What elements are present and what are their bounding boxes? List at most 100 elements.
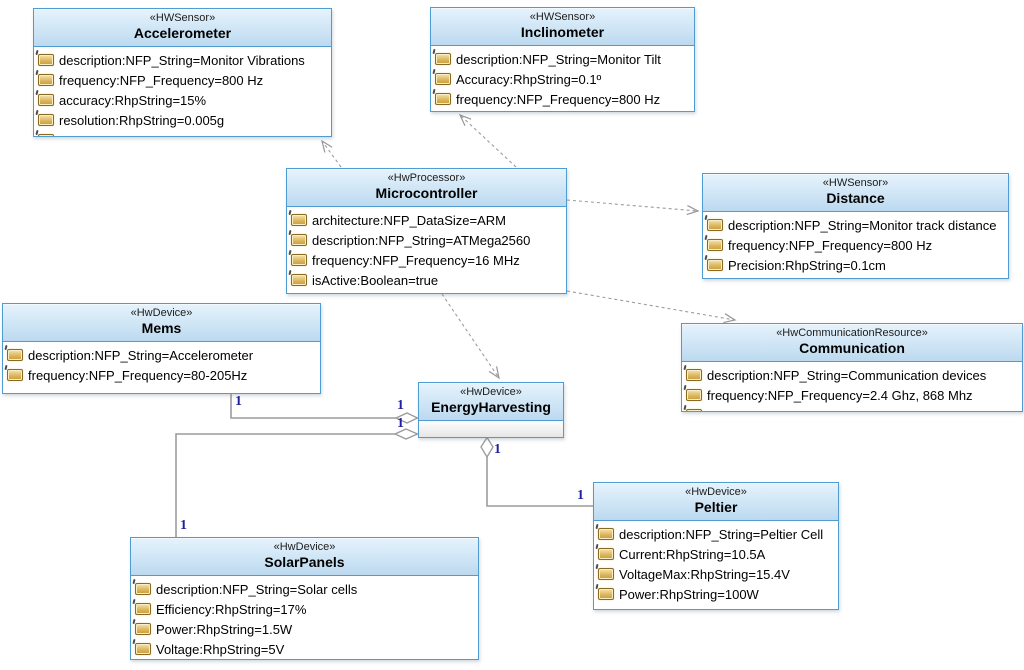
attribute-row: description:NFP_String=Accelerometer: [7, 345, 318, 365]
attributes-compartment: architecture:NFP_DataSize=ARM descriptio…: [287, 207, 566, 290]
attribute-text: frequency:NFP_Frequency=800 Hz: [728, 237, 933, 253]
class-box-mems[interactable]: «HwDevice» Mems description:NFP_String=A…: [2, 303, 321, 394]
attribute-text: Power:RhpString=100W: [619, 586, 759, 602]
attribute-icon: [7, 349, 23, 361]
attribute-row: Accuracy:RhpString=0.1º: [435, 69, 692, 89]
attributes-compartment: description:NFP_String=Monitor Vibration…: [34, 47, 331, 136]
attribute-row: frequency:NFP_Frequency=800 Hz: [38, 70, 329, 90]
attribute-text: description:NFP_String=Solar cells: [156, 581, 358, 597]
class-name: Mems: [141, 320, 182, 336]
class-box-solarpanels[interactable]: «HwDevice» SolarPanels description:NFP_S…: [130, 537, 479, 660]
attribute-text: description:NFP_String=ATMega2560: [312, 232, 531, 248]
class-name: SolarPanels: [264, 554, 345, 570]
multiplicity-label-solarpanels-end: 1: [180, 518, 187, 533]
attribute-row: Power:RhpString=100W: [598, 584, 836, 604]
attributes-compartment: description:NFP_String=Monitor track dis…: [703, 212, 1008, 275]
attribute-row: frequency:NFP_Frequency=800 Hz: [435, 89, 692, 109]
attribute-row: description:NFP_String=Monitor track dis…: [707, 215, 1006, 235]
attribute-icon: [598, 548, 614, 560]
attribute-row: isActive:Boolean=true: [291, 270, 564, 290]
attribute-row: Efficiency:RhpString=17%: [135, 599, 476, 619]
attributes-compartment: description:NFP_String=Solar cells Effic…: [131, 576, 478, 659]
attribute-text: description:NFP_String=Accelerometer: [28, 347, 254, 363]
class-box-microcontroller[interactable]: «HwProcessor» Microcontroller architectu…: [286, 168, 567, 294]
attribute-row: frequency:NFP_Frequency=2.4 Ghz, 868 Mhz: [686, 385, 1020, 405]
class-box-inclinometer[interactable]: «HWSensor» Inclinometer description:NFP_…: [430, 7, 695, 112]
multiplicity-label-energyharvesting-solarpanels-end: 1: [397, 416, 404, 431]
attribute-text: Efficiency:RhpString=17%: [156, 601, 307, 617]
attribute-icon: [435, 93, 451, 105]
dependency-microcontroller-to-inclinometer[interactable]: [458, 113, 517, 168]
attribute-icon: [135, 583, 151, 595]
class-name: Peltier: [694, 499, 738, 515]
attribute-row: Precision:RhpString=0.1cm: [707, 255, 1006, 275]
attribute-row: description:NFP_String=Monitor Tilt: [435, 49, 692, 69]
attribute-row: architecture:NFP_DataSize=ARM: [291, 210, 564, 230]
attribute-icon: [135, 643, 151, 655]
class-name: EnergyHarvesting: [431, 399, 551, 415]
attribute-icon: [38, 94, 54, 106]
attributes-compartment: description:NFP_String=Peltier Cell Curr…: [594, 521, 838, 604]
class-box-accelerometer[interactable]: «HWSensor» Accelerometer description:NFP…: [33, 8, 332, 137]
class-name: Accelerometer: [133, 25, 232, 41]
class-name: Inclinometer: [520, 24, 605, 40]
stereotype-label: «HWSensor»: [822, 177, 889, 189]
aggregation-line-energyharvesting-solarpanels[interactable]: [175, 433, 395, 537]
attribute-icon: [707, 239, 723, 251]
stereotype-label: «HwDevice»: [685, 486, 747, 498]
attributes-compartment: description:NFP_String=Communication dev…: [682, 362, 1022, 411]
aggregation-diamond-mems: [394, 412, 420, 424]
attribute-row: Voltage:RhpString=5V: [135, 639, 476, 659]
attribute-icon: [38, 54, 54, 66]
attribute-icon: [707, 259, 723, 271]
attributes-compartment-empty: [419, 421, 563, 437]
attribute-text: VoltageMax:RhpString=15.4V: [619, 566, 790, 582]
class-header: «HWSensor» Inclinometer: [431, 8, 694, 46]
attribute-text: frequency:NFP_Frequency=16 MHz: [312, 252, 520, 268]
attributes-compartment: description:NFP_String=Accelerometer fre…: [3, 342, 320, 385]
multiplicity-label-peltier-end: 1: [577, 488, 584, 503]
class-box-energyharvesting[interactable]: «HwDevice» EnergyHarvesting: [418, 382, 564, 438]
attribute-icon: [7, 369, 23, 381]
class-header: «HWSensor» Distance: [703, 174, 1008, 212]
attributes-compartment: description:NFP_String=Monitor Tilt Accu…: [431, 46, 694, 109]
attribute-row-clipped: [686, 405, 1020, 411]
attribute-text: architecture:NFP_DataSize=ARM: [312, 212, 506, 228]
attribute-row: description:NFP_String=Communication dev…: [686, 365, 1020, 385]
stereotype-label: «HwDevice»: [273, 541, 336, 553]
class-header: «HwDevice» Peltier: [594, 483, 838, 521]
attribute-icon: [435, 73, 451, 85]
class-box-communication[interactable]: «HwCommunicationResource» Communication …: [681, 323, 1023, 412]
dependency-microcontroller-to-communication[interactable]: [566, 290, 737, 324]
aggregation-line-energyharvesting-peltier[interactable]: [486, 457, 593, 507]
aggregation-diamond-solarpanels: [393, 428, 420, 440]
attribute-text: resolution:RhpString=0.005g: [59, 112, 225, 128]
attribute-icon: [707, 219, 723, 231]
attribute-icon: [291, 274, 307, 286]
stereotype-label: «HwDevice»: [460, 386, 522, 398]
aggregation-diamond-peltier: [480, 436, 494, 459]
attribute-row: Power:RhpString=1.5W: [135, 619, 476, 639]
dependency-microcontroller-to-energyharvesting[interactable]: [441, 293, 500, 380]
aggregation-line-energyharvesting-mems[interactable]: [230, 393, 396, 419]
attribute-icon: [291, 214, 307, 226]
stereotype-label: «HwProcessor»: [387, 172, 466, 184]
class-box-distance[interactable]: «HWSensor» Distance description:NFP_Stri…: [702, 173, 1009, 279]
stereotype-label: «HwDevice»: [130, 307, 193, 319]
attribute-text: Current:RhpString=10.5A: [619, 546, 766, 562]
attribute-icon: [686, 369, 702, 381]
dependency-microcontroller-to-distance[interactable]: [566, 199, 700, 216]
attribute-icon: [686, 409, 702, 411]
attribute-row: Current:RhpString=10.5A: [598, 544, 836, 564]
attribute-text: Accuracy:RhpString=0.1º: [456, 71, 602, 87]
attribute-row: description:NFP_String=Monitor Vibration…: [38, 50, 329, 70]
dependency-microcontroller-to-accelerometer[interactable]: [321, 139, 342, 168]
attribute-row: description:NFP_String=Peltier Cell: [598, 524, 836, 544]
class-box-peltier[interactable]: «HwDevice» Peltier description:NFP_Strin…: [593, 482, 839, 610]
stereotype-label: «HWSensor»: [529, 11, 596, 23]
attribute-icon: [435, 53, 451, 65]
attribute-text: description:NFP_String=Monitor Tilt: [456, 51, 661, 67]
attribute-icon: [686, 389, 702, 401]
attribute-row: resolution:RhpString=0.005g: [38, 110, 329, 130]
attribute-row: frequency:NFP_Frequency=16 MHz: [291, 250, 564, 270]
